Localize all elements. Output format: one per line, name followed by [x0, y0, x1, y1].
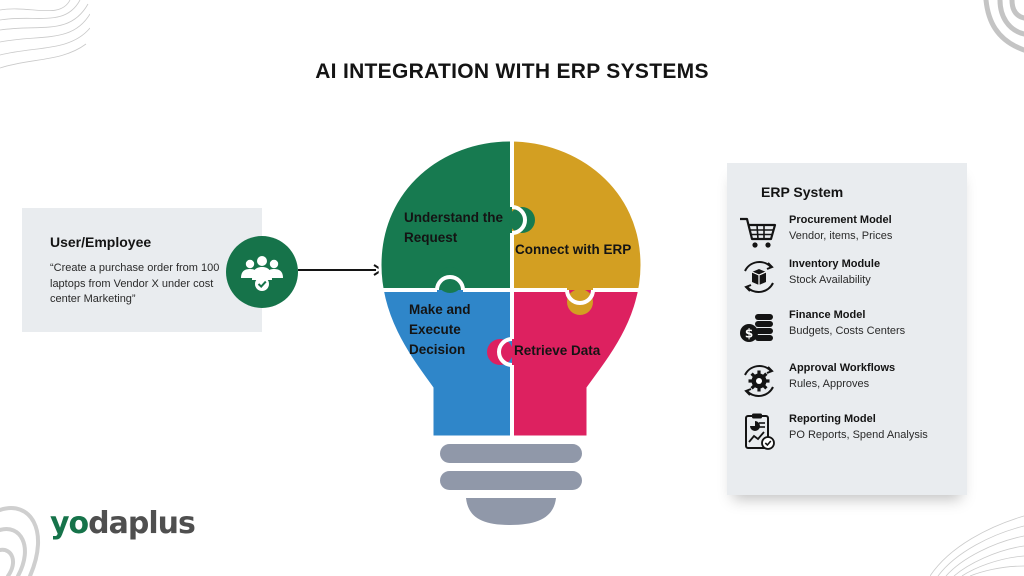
- report-clipboard-icon: [745, 413, 775, 450]
- label-line: Make and: [409, 302, 471, 317]
- erp-item-desc: PO Reports, Spend Analysis: [789, 429, 928, 441]
- piece-label-understand: Understand the Request: [404, 208, 503, 248]
- erp-item-name: Approval Workflows: [789, 362, 896, 374]
- svg-text:$: $: [745, 327, 753, 341]
- label-line: Retrieve Data: [514, 343, 601, 358]
- erp-system-panel: ERP System Procurement Model Vendor, ite…: [727, 163, 967, 495]
- erp-item-name: Reporting Model: [789, 413, 876, 425]
- erp-item-desc: Rules, Approves: [789, 378, 870, 390]
- logo-part-1: yo: [50, 506, 89, 541]
- puzzle-piece-connect: [512, 140, 642, 290]
- user-request-quote: “Create a purchase order from 100 laptop…: [50, 262, 220, 305]
- piece-label-execute: Make and Execute Decision: [409, 300, 471, 360]
- erp-item-name: Finance Model: [789, 309, 866, 321]
- user-icon-badge: [226, 236, 298, 308]
- label-line: Connect with ERP: [515, 242, 632, 257]
- erp-item-desc: Budgets, Costs Centers: [789, 325, 906, 337]
- gear-cycle-icon: [744, 365, 774, 397]
- piece-label-retrieve: Retrieve Data: [514, 341, 600, 361]
- decorative-wave-top-left: [0, 0, 90, 69]
- erp-item-desc: Vendor, items, Prices: [789, 230, 893, 242]
- users-check-icon: [241, 256, 283, 291]
- erp-item-procurement: Procurement Model Vendor, items, Prices: [737, 213, 963, 259]
- decorative-wave-bottom-left: [0, 506, 41, 576]
- label-line: Decision: [409, 342, 466, 357]
- user-panel: User/Employee “Create a purchase order f…: [22, 208, 262, 332]
- erp-item-finance: $ Finance Model Budgets, Costs Centers: [737, 308, 963, 354]
- yodaplus-logo: yodaplus: [50, 506, 196, 546]
- user-panel-title: User/Employee: [50, 234, 152, 250]
- label-line: Understand the: [404, 210, 504, 225]
- erp-item-approval: Approval Workflows Rules, Approves: [737, 361, 963, 407]
- shopping-cart-icon: [740, 217, 777, 248]
- decorative-wave-bottom-right: [930, 515, 1024, 576]
- label-line: Execute: [409, 322, 461, 337]
- erp-item-desc: Stock Availability: [789, 274, 871, 286]
- erp-item-reporting: Reporting Model PO Reports, Spend Analys…: [737, 412, 963, 458]
- erp-item-name: Inventory Module: [789, 258, 881, 270]
- piece-label-connect: Connect with ERP: [515, 240, 631, 260]
- lightbulb-puzzle: [378, 138, 644, 525]
- coins-icon: $: [740, 314, 773, 342]
- bulb-base: [440, 444, 582, 525]
- erp-item-inventory: Inventory Module Stock Availability: [737, 257, 963, 303]
- logo-part-2: daplus: [88, 506, 196, 541]
- puzzle-piece-retrieve: [512, 290, 642, 437]
- label-line: Request: [404, 230, 458, 245]
- erp-panel-title: ERP System: [761, 184, 844, 200]
- page-title: AI INTEGRATION WITH ERP SYSTEMS: [315, 60, 709, 83]
- decorative-wave-top-right: [983, 0, 1024, 53]
- inventory-box-icon: [744, 261, 774, 293]
- erp-item-name: Procurement Model: [789, 214, 892, 226]
